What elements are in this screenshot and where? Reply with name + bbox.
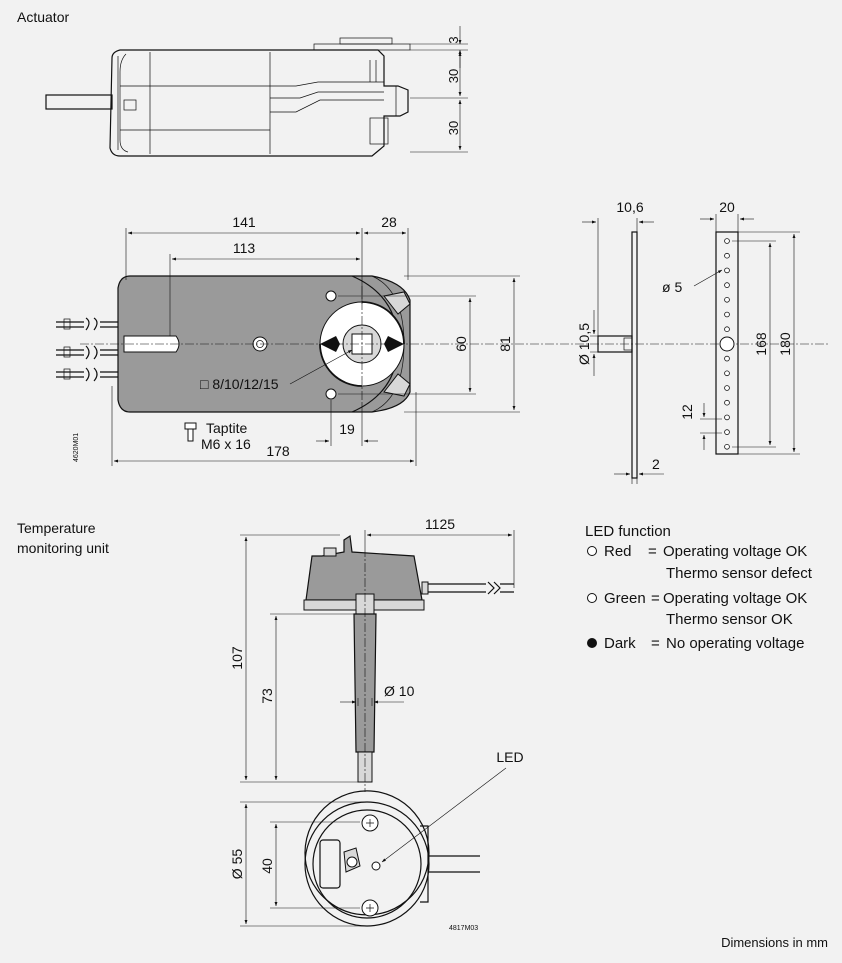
- led-dark-eq: =: [651, 635, 660, 652]
- dim-81: 81: [497, 336, 513, 352]
- dim-dia-55: Ø 55: [229, 849, 245, 880]
- dim-30-upper: 30: [446, 69, 461, 83]
- dim-168: 168: [753, 332, 769, 356]
- bracket-hole: [724, 385, 730, 391]
- led-red-line1: Operating voltage OK: [663, 543, 807, 560]
- bracket-hole: [724, 267, 730, 274]
- led-green-eq: =: [651, 590, 660, 607]
- bracket-hole: [724, 252, 730, 259]
- mounting-bracket-view: 20 ø 5 168 180 12: [662, 199, 800, 455]
- bracket-hole: [724, 282, 730, 288]
- bracket-hole: [724, 238, 730, 244]
- bracket-hole: [724, 355, 730, 362]
- led-green-line2: Thermo sensor OK: [666, 611, 793, 628]
- bracket-hole: [724, 429, 730, 435]
- bracket-hole: [724, 326, 730, 333]
- lever-plate-side-view: 10,6 Ø 10,5 2: [576, 199, 664, 484]
- dim-12: 12: [679, 404, 695, 420]
- dim-3: 3: [446, 36, 461, 43]
- dim-19: 19: [339, 421, 355, 437]
- dim-2: 2: [652, 456, 660, 472]
- bracket-hole: [724, 399, 730, 406]
- screw-label-2: M6 x 16: [201, 436, 251, 452]
- dim-dia-10-5: Ø 10,5: [576, 323, 592, 365]
- led-green-symbol: [587, 593, 597, 603]
- led-callout-label: LED: [496, 749, 523, 765]
- bracket-hole-row: [724, 238, 730, 450]
- dim-30-lower: 30: [446, 121, 461, 135]
- dim-40: 40: [259, 858, 275, 874]
- screw-label-1: Taptite: [206, 420, 247, 436]
- dim-113: 113: [233, 240, 256, 256]
- actuator-side-view: 3 30 30: [45, 26, 468, 157]
- bracket-hole: [724, 370, 730, 377]
- dim-60: 60: [453, 336, 469, 352]
- led-function-heading: LED function: [585, 523, 671, 540]
- led-green-line1: Operating voltage OK: [663, 590, 807, 607]
- led-function-legend: LED function Red = Operating voltage OK …: [585, 523, 813, 652]
- dim-hole-5: ø 5: [662, 279, 682, 295]
- dim-178: 178: [266, 443, 290, 459]
- bracket-hole: [724, 311, 730, 318]
- led-red-eq: =: [648, 543, 657, 560]
- bracket-hole: [724, 443, 730, 450]
- dim-107: 107: [229, 646, 245, 670]
- shaft-size-label: □ 8/10/12/15: [200, 376, 279, 392]
- bracket-hole: [724, 414, 730, 421]
- actuator-front-view: Taptite M6 x 16 □ 8/10/12/15 141 28 113 …: [56, 214, 830, 466]
- dim-73: 73: [259, 688, 275, 704]
- dim-10-6: 10,6: [616, 199, 643, 215]
- drawing-code-actuator: 4620M01: [73, 433, 80, 462]
- dim-180: 180: [777, 332, 793, 356]
- monitor-unit-side-view: 1125 107 73 Ø 10: [229, 516, 515, 792]
- led-dark-symbol: [587, 638, 597, 648]
- dim-dia-10: Ø 10: [384, 683, 415, 699]
- monitor-unit-top-view: LED Ø 55 40: [229, 749, 524, 927]
- led-red-symbol: [587, 546, 597, 556]
- dim-1125: 1125: [425, 516, 455, 532]
- led-green-name: Green: [604, 590, 646, 607]
- led-red-name: Red: [604, 543, 632, 560]
- dim-28: 28: [381, 214, 397, 230]
- temperature-unit-title-line2: monitoring unit: [17, 540, 109, 556]
- drawing-code-monitor: 4817M03: [449, 925, 478, 932]
- dim-20: 20: [719, 199, 735, 215]
- actuator-title: Actuator: [17, 9, 69, 25]
- led-dark-name: Dark: [604, 635, 636, 652]
- bracket-hole: [724, 296, 730, 303]
- temperature-unit-title-line1: Temperature: [17, 520, 96, 536]
- led-red-line2: Thermo sensor defect: [666, 565, 813, 582]
- dimensions-unit-note: Dimensions in mm: [721, 935, 828, 950]
- led-dark-line1: No operating voltage: [666, 635, 804, 652]
- dim-141: 141: [232, 214, 256, 230]
